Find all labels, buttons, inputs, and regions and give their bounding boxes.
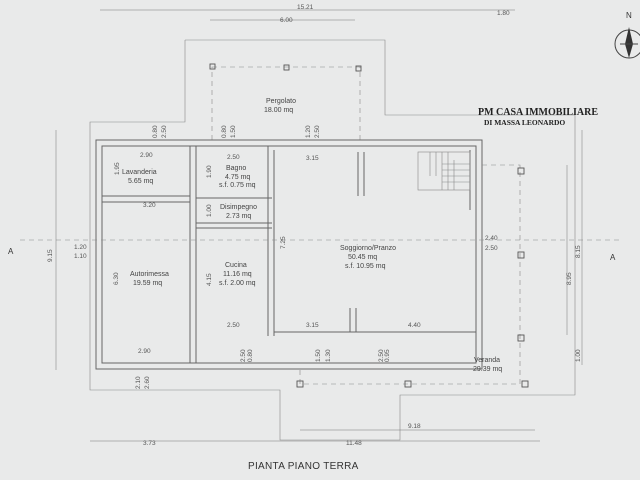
auto-width: 3.20 — [143, 202, 156, 209]
cucina-name: Cucina — [225, 262, 247, 269]
soggiorno-area: 50.45 mq — [348, 254, 377, 261]
dim-b-210: 2.10 — [135, 376, 142, 389]
pergolato-post — [355, 65, 362, 72]
dis-height: 1.00 — [206, 204, 213, 217]
soggiorno-name: Soggiorno/Pranzo — [340, 245, 396, 252]
dim-080a: 0.80 — [152, 125, 159, 138]
dim-b-095: 0.95 — [384, 349, 391, 362]
veranda-post — [517, 251, 525, 259]
staircase — [417, 151, 471, 191]
dim-b-250c: 2.50 — [378, 349, 385, 362]
section-mark-right: A — [610, 253, 616, 262]
pergolato-name: Pergolato — [266, 98, 296, 105]
dim-top-total: 15.21 — [297, 4, 314, 11]
disimpegno-name: Disimpegno — [220, 204, 257, 211]
stamp-line-1: PM CASA IMMOBILIARE — [478, 107, 598, 118]
dim-150a: 1.50 — [230, 125, 237, 138]
stamp-line-2: DI MASSA LEONARDO — [484, 118, 565, 127]
dim-bottom-373: 3.73 — [143, 440, 156, 447]
dim-left-110: 1.10 — [74, 253, 87, 260]
dim-right-240: 2.40 — [485, 235, 498, 242]
veranda-post — [517, 167, 525, 175]
pergolato-area: 18.00 mq — [264, 107, 293, 114]
dim-left-120: 1.20 — [74, 244, 87, 251]
dim-b-130: 1.30 — [325, 349, 332, 362]
lav-height: 1.95 — [114, 162, 121, 175]
autorimessa-area: 19.59 mq — [133, 280, 162, 287]
lot-boundary — [89, 39, 576, 441]
dim-250b: 2.50 — [314, 125, 321, 138]
cucina-bottom-width: 2.50 — [227, 322, 240, 329]
dim-right-895: 8.95 — [566, 272, 573, 285]
bagno-area: 4.75 mq — [225, 174, 250, 181]
veranda-post — [517, 334, 525, 342]
pergolato-post — [209, 63, 216, 70]
soggiorno-sf: s.f. 10.95 mq — [345, 263, 386, 270]
bagno-name: Bagno — [226, 165, 246, 172]
lav-width: 2.90 — [140, 152, 153, 159]
auto-bottom-width: 2.90 — [138, 348, 151, 355]
dim-b-250: 2.50 — [240, 349, 247, 362]
section-mark-left: A — [8, 247, 14, 256]
plan-title: PIANTA PIANO TERRA — [248, 461, 359, 472]
veranda-post — [296, 380, 304, 388]
dim-b-260: 2.60 — [144, 376, 151, 389]
dim-080b: 0.80 — [221, 125, 228, 138]
cucina-height: 4.15 — [206, 273, 213, 286]
dim-b-150: 1.50 — [315, 349, 322, 362]
compass-label: N — [626, 11, 632, 20]
dim-right-815: 8.15 — [575, 245, 582, 258]
veranda-post — [521, 380, 529, 388]
building-inner-outline — [101, 145, 477, 364]
bagno-height: 1.90 — [206, 165, 213, 178]
compass-icon — [614, 27, 640, 59]
dim-bottom-918: 9.18 — [408, 423, 421, 430]
pergolato-post — [283, 64, 290, 71]
sogg-top-width: 3.15 — [306, 155, 319, 162]
veranda-post — [404, 380, 412, 388]
dim-right-100: 1.00 — [575, 349, 582, 362]
veranda-outline — [299, 164, 521, 385]
dim-bottom-1148: 11.48 — [346, 440, 362, 447]
cucina-sf: s.f. 2.00 mq — [219, 280, 256, 287]
sogg-bottom-1: 3.15 — [306, 322, 319, 329]
sogg-725: 7.25 — [280, 236, 287, 249]
cucina-area: 11.16 mq — [223, 271, 252, 278]
sogg-bottom-2: 4.40 — [408, 322, 421, 329]
dim-b-080: 0.80 — [247, 349, 254, 362]
bagno-width: 2.50 — [227, 154, 240, 161]
lavanderia-area: 5.65 mq — [128, 178, 153, 185]
dim-right-250: 2.50 — [485, 245, 498, 252]
autorimessa-name: Autorimessa — [130, 271, 169, 278]
lavanderia-name: Lavanderia — [122, 169, 157, 176]
dim-120: 1.20 — [305, 125, 312, 138]
dim-250a: 2.50 — [161, 125, 168, 138]
auto-height: 6.30 — [113, 272, 120, 285]
pergolato-outline — [211, 66, 361, 141]
veranda-area: 29.39 mq — [473, 366, 502, 373]
dim-top-right: 1.80 — [497, 10, 510, 17]
dim-left-915: 9.15 — [47, 249, 54, 262]
disimpegno-area: 2.73 mq — [226, 213, 251, 220]
dim-top-inner: 6.00 — [280, 17, 293, 24]
bagno-sf: s.f. 0.75 mq — [219, 182, 256, 189]
veranda-name: Veranda — [474, 357, 500, 364]
building-outline — [95, 139, 483, 370]
